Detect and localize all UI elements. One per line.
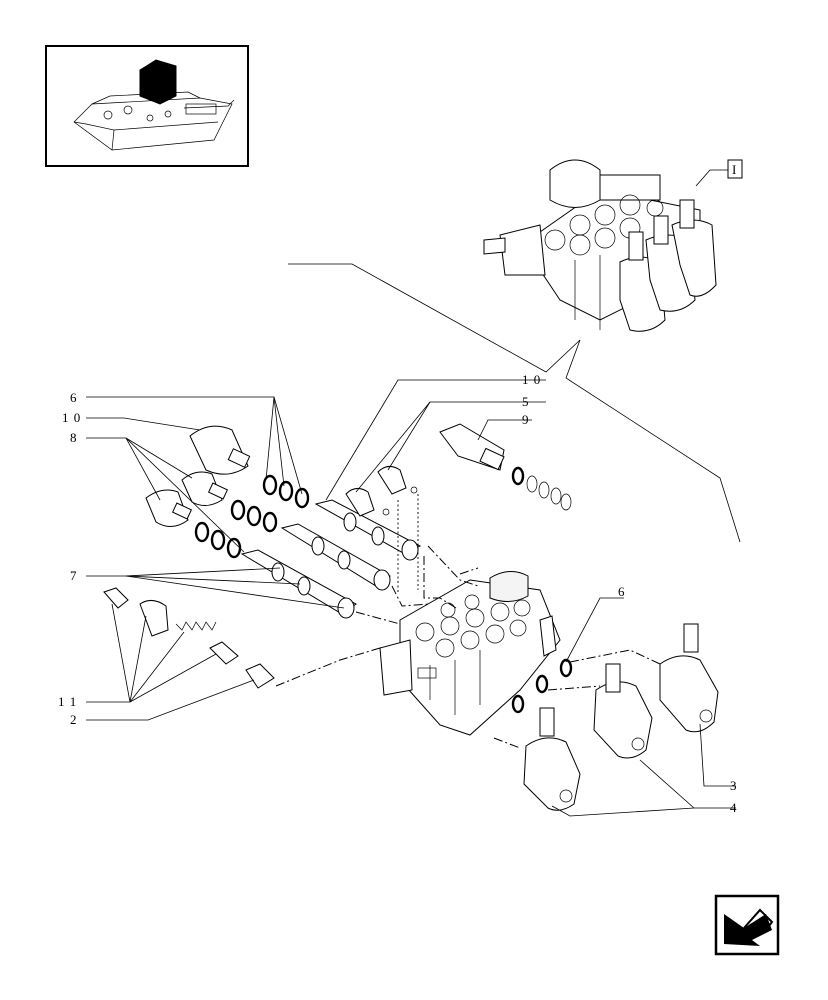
assembly-lines: [275, 494, 661, 749]
next-page-arrow-icon[interactable]: [714, 894, 780, 956]
spool-parts: [240, 499, 422, 619]
callout-labels: 6 1 0 8 7 1 1 2 1 0 5 9 6 3 4: [58, 372, 738, 815]
callout-8: 8: [70, 430, 78, 445]
plugs-and-cartridge: [345, 423, 572, 517]
callout-10-right: 1 0: [522, 372, 541, 387]
end-caps: [145, 425, 251, 527]
callout-leaders: [86, 379, 736, 817]
callout-11: 1 1: [58, 694, 77, 709]
callout-4: 4: [730, 800, 738, 815]
detent-group: [103, 587, 275, 689]
callout-10-left: 1 0: [62, 410, 81, 425]
callout-7: 7: [70, 568, 78, 583]
callout-6-right: 6: [618, 584, 626, 599]
reference-box-label: I: [732, 162, 736, 177]
thumbnail-locator[interactable]: [45, 45, 249, 167]
callout-5: 5: [522, 394, 530, 409]
callout-2: 2: [70, 712, 78, 727]
assembled-valve-block: I: [483, 159, 743, 332]
section-caps: [523, 623, 719, 811]
o-rings: [194, 474, 573, 714]
callout-6-left: 6: [70, 390, 78, 405]
valve-body: [379, 571, 561, 736]
callout-9: 9: [522, 412, 530, 427]
callout-3: 3: [730, 778, 738, 793]
